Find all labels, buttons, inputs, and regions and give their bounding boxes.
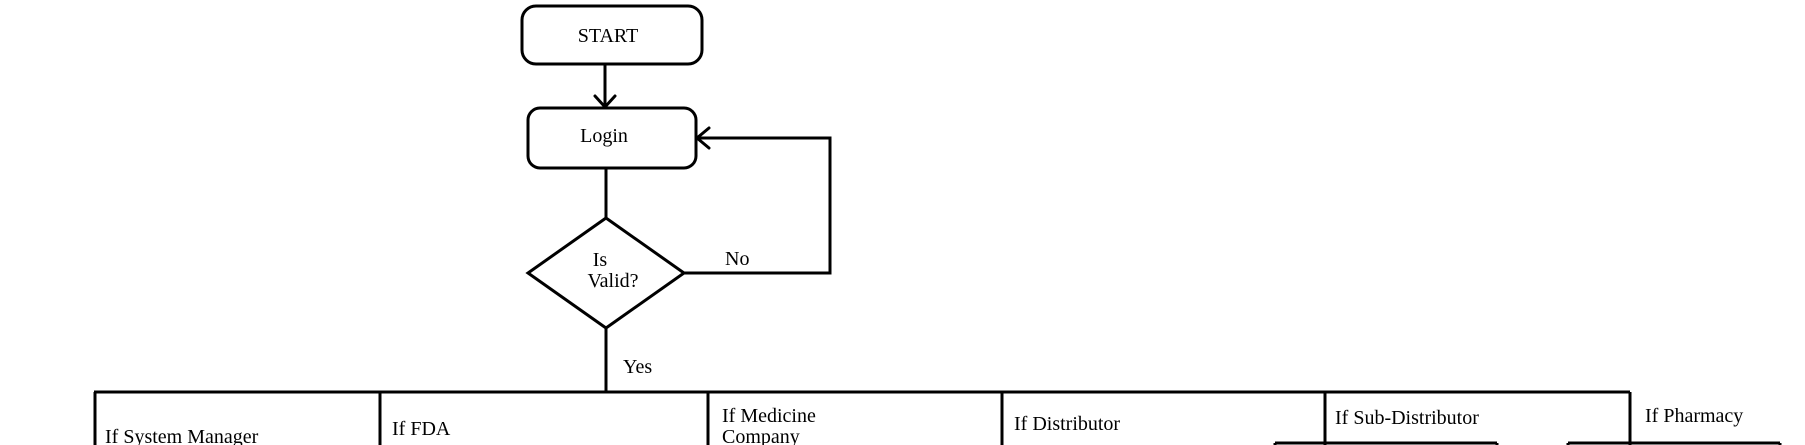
login-node: Login xyxy=(526,106,698,170)
decision-label-line2: Valid? xyxy=(587,270,638,292)
start-node: START xyxy=(520,4,704,66)
start-to-login-arrow xyxy=(593,64,617,109)
role-medicine-company-line2: Company xyxy=(722,426,800,445)
role-fda: If FDA xyxy=(392,418,451,440)
is-valid-decision: Is Valid? xyxy=(525,216,687,330)
role-pharmacy: If Pharmacy xyxy=(1645,405,1743,427)
role-system-manager: If System Manager xyxy=(105,426,259,445)
yes-label: Yes xyxy=(623,356,652,378)
start-label: START xyxy=(578,25,639,47)
role-sub-distributor: If Sub-Distributor xyxy=(1335,407,1479,429)
login-label: Login xyxy=(580,125,628,147)
decision-label-line1: Is xyxy=(593,249,608,271)
role-branch-drops xyxy=(93,392,1632,445)
no-label: No xyxy=(725,248,749,270)
role-medicine-company-line1: If Medicine xyxy=(722,405,816,427)
role-distributor: If Distributor xyxy=(1014,413,1120,435)
no-loop-arrow xyxy=(684,126,832,275)
